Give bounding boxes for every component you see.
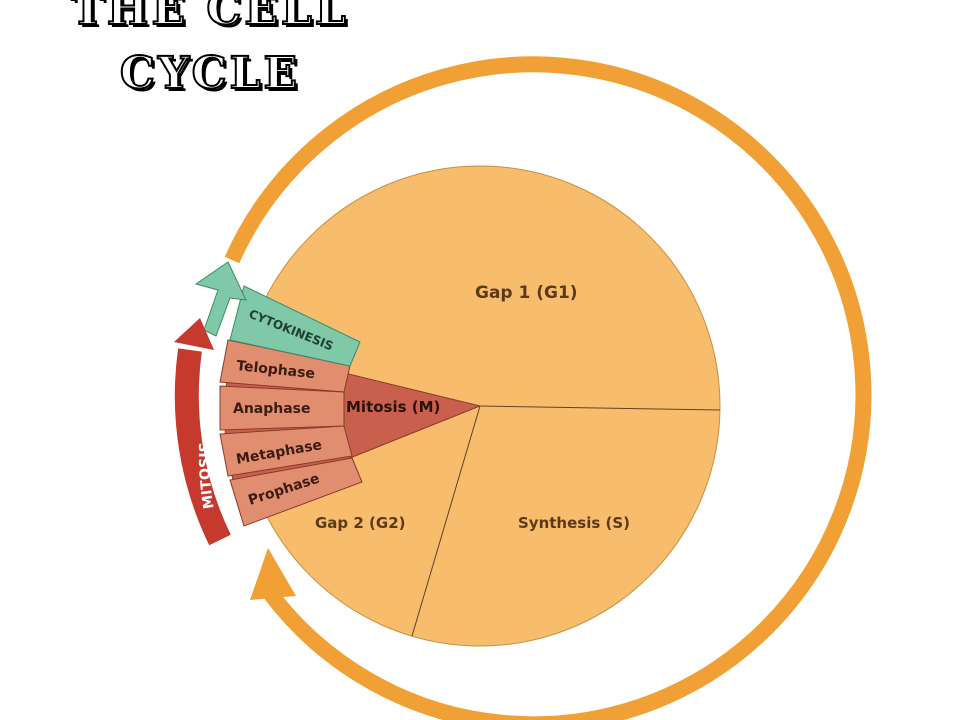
cytokinesis-arrow <box>194 261 247 337</box>
interphase-arrow <box>224 56 872 720</box>
interphase-label: INTERPHASE <box>423 106 566 135</box>
divider-g1-s <box>479 405 721 411</box>
band-prophase <box>229 457 363 527</box>
divider-s-g2 <box>411 405 481 637</box>
title-line-2: CYCLE <box>119 47 301 100</box>
mitosis-arrow <box>174 348 231 546</box>
mitosis-arrowhead <box>174 318 214 350</box>
mitosis-side-label: MITOSIS <box>197 442 218 510</box>
sector-label-g1: Gap 1 (G1) <box>475 283 578 303</box>
page-title: THE CELL CYCLE <box>40 0 380 106</box>
band-metaphase <box>219 425 353 477</box>
mitosis-center-label: Mitosis (M) <box>346 398 440 416</box>
title-line-1: THE CELL <box>70 0 349 36</box>
interphase-arrowhead <box>250 548 296 600</box>
phase-bands <box>219 339 363 527</box>
phase-label-anaphase: Anaphase <box>233 401 311 417</box>
sector-label-s: Synthesis (S) <box>518 514 630 532</box>
cytokinesis-band <box>229 285 361 367</box>
sector-label-g2: Gap 2 (G2) <box>315 514 406 532</box>
